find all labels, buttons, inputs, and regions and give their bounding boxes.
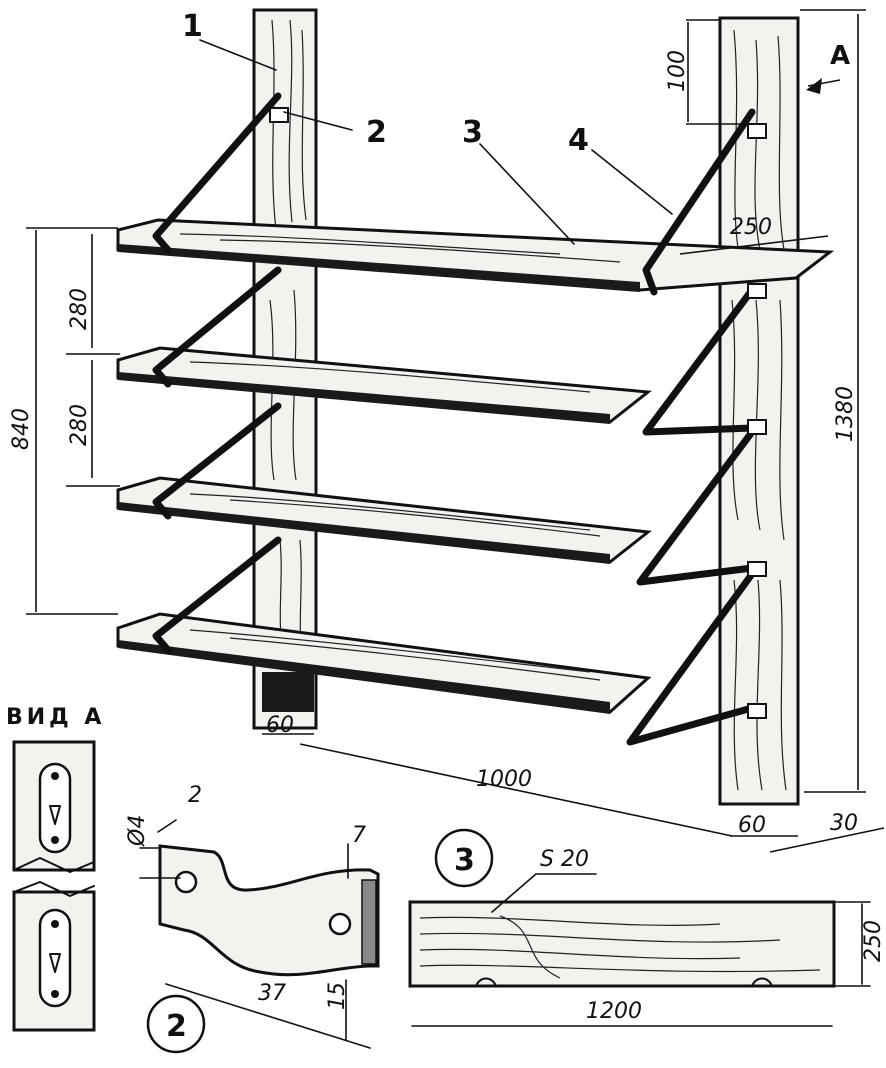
shelf-detail-thickness: S 20 [540,847,589,872]
part-label-plate: 2 [366,115,387,150]
left-rods [152,92,282,654]
dim-post-width-right: 60 [738,813,766,838]
right-post [718,16,800,806]
part-label-rod: 4 [568,123,589,158]
plate-detail-number: 2 [166,1009,187,1044]
plate-detail-number-circle [146,994,206,1054]
shelf-detail-number-circle [434,828,494,888]
shelf-2 [116,346,652,424]
shelf-1 [116,218,835,292]
dim-spacing-2: 280 [67,404,92,446]
right-rods [626,108,756,746]
dim-height: 1380 [833,386,858,442]
plate-length: 37 [258,981,286,1006]
dim-thickness: 30 [830,811,858,836]
shelf-detail [408,873,871,1027]
plate-hole-diameter: Ø4 [125,815,150,847]
leader-lines [199,39,673,245]
dim-top-gap: 100 [665,50,690,92]
dim-spacing-1: 280 [67,288,92,330]
view-arrow-letter: А [830,41,850,71]
plate-height: 15 [325,982,350,1010]
mounting-plates [269,107,767,719]
dim-shelf-span: 840 [9,408,34,450]
plate-bend: 7 [352,823,366,848]
part-label-shelf: 3 [462,115,483,150]
part-label-post: 1 [182,9,203,44]
shelf-detail-length: 1200 [586,999,642,1024]
shelf-3 [116,476,652,564]
plate-thickness: 2 [188,783,202,808]
view-a-title: ВИД А [6,705,105,730]
shelf-detail-number: 3 [454,843,475,878]
plate-detail [139,819,380,1049]
shelf-detail-width: 250 [861,920,886,962]
dim-post-width-left: 60 [266,713,294,738]
dim-length: 1000 [476,767,532,792]
view-a-detail [12,740,96,1032]
dim-depth: 250 [730,215,772,240]
view-arrow-icon [806,78,822,94]
shelf-4 [116,612,652,714]
